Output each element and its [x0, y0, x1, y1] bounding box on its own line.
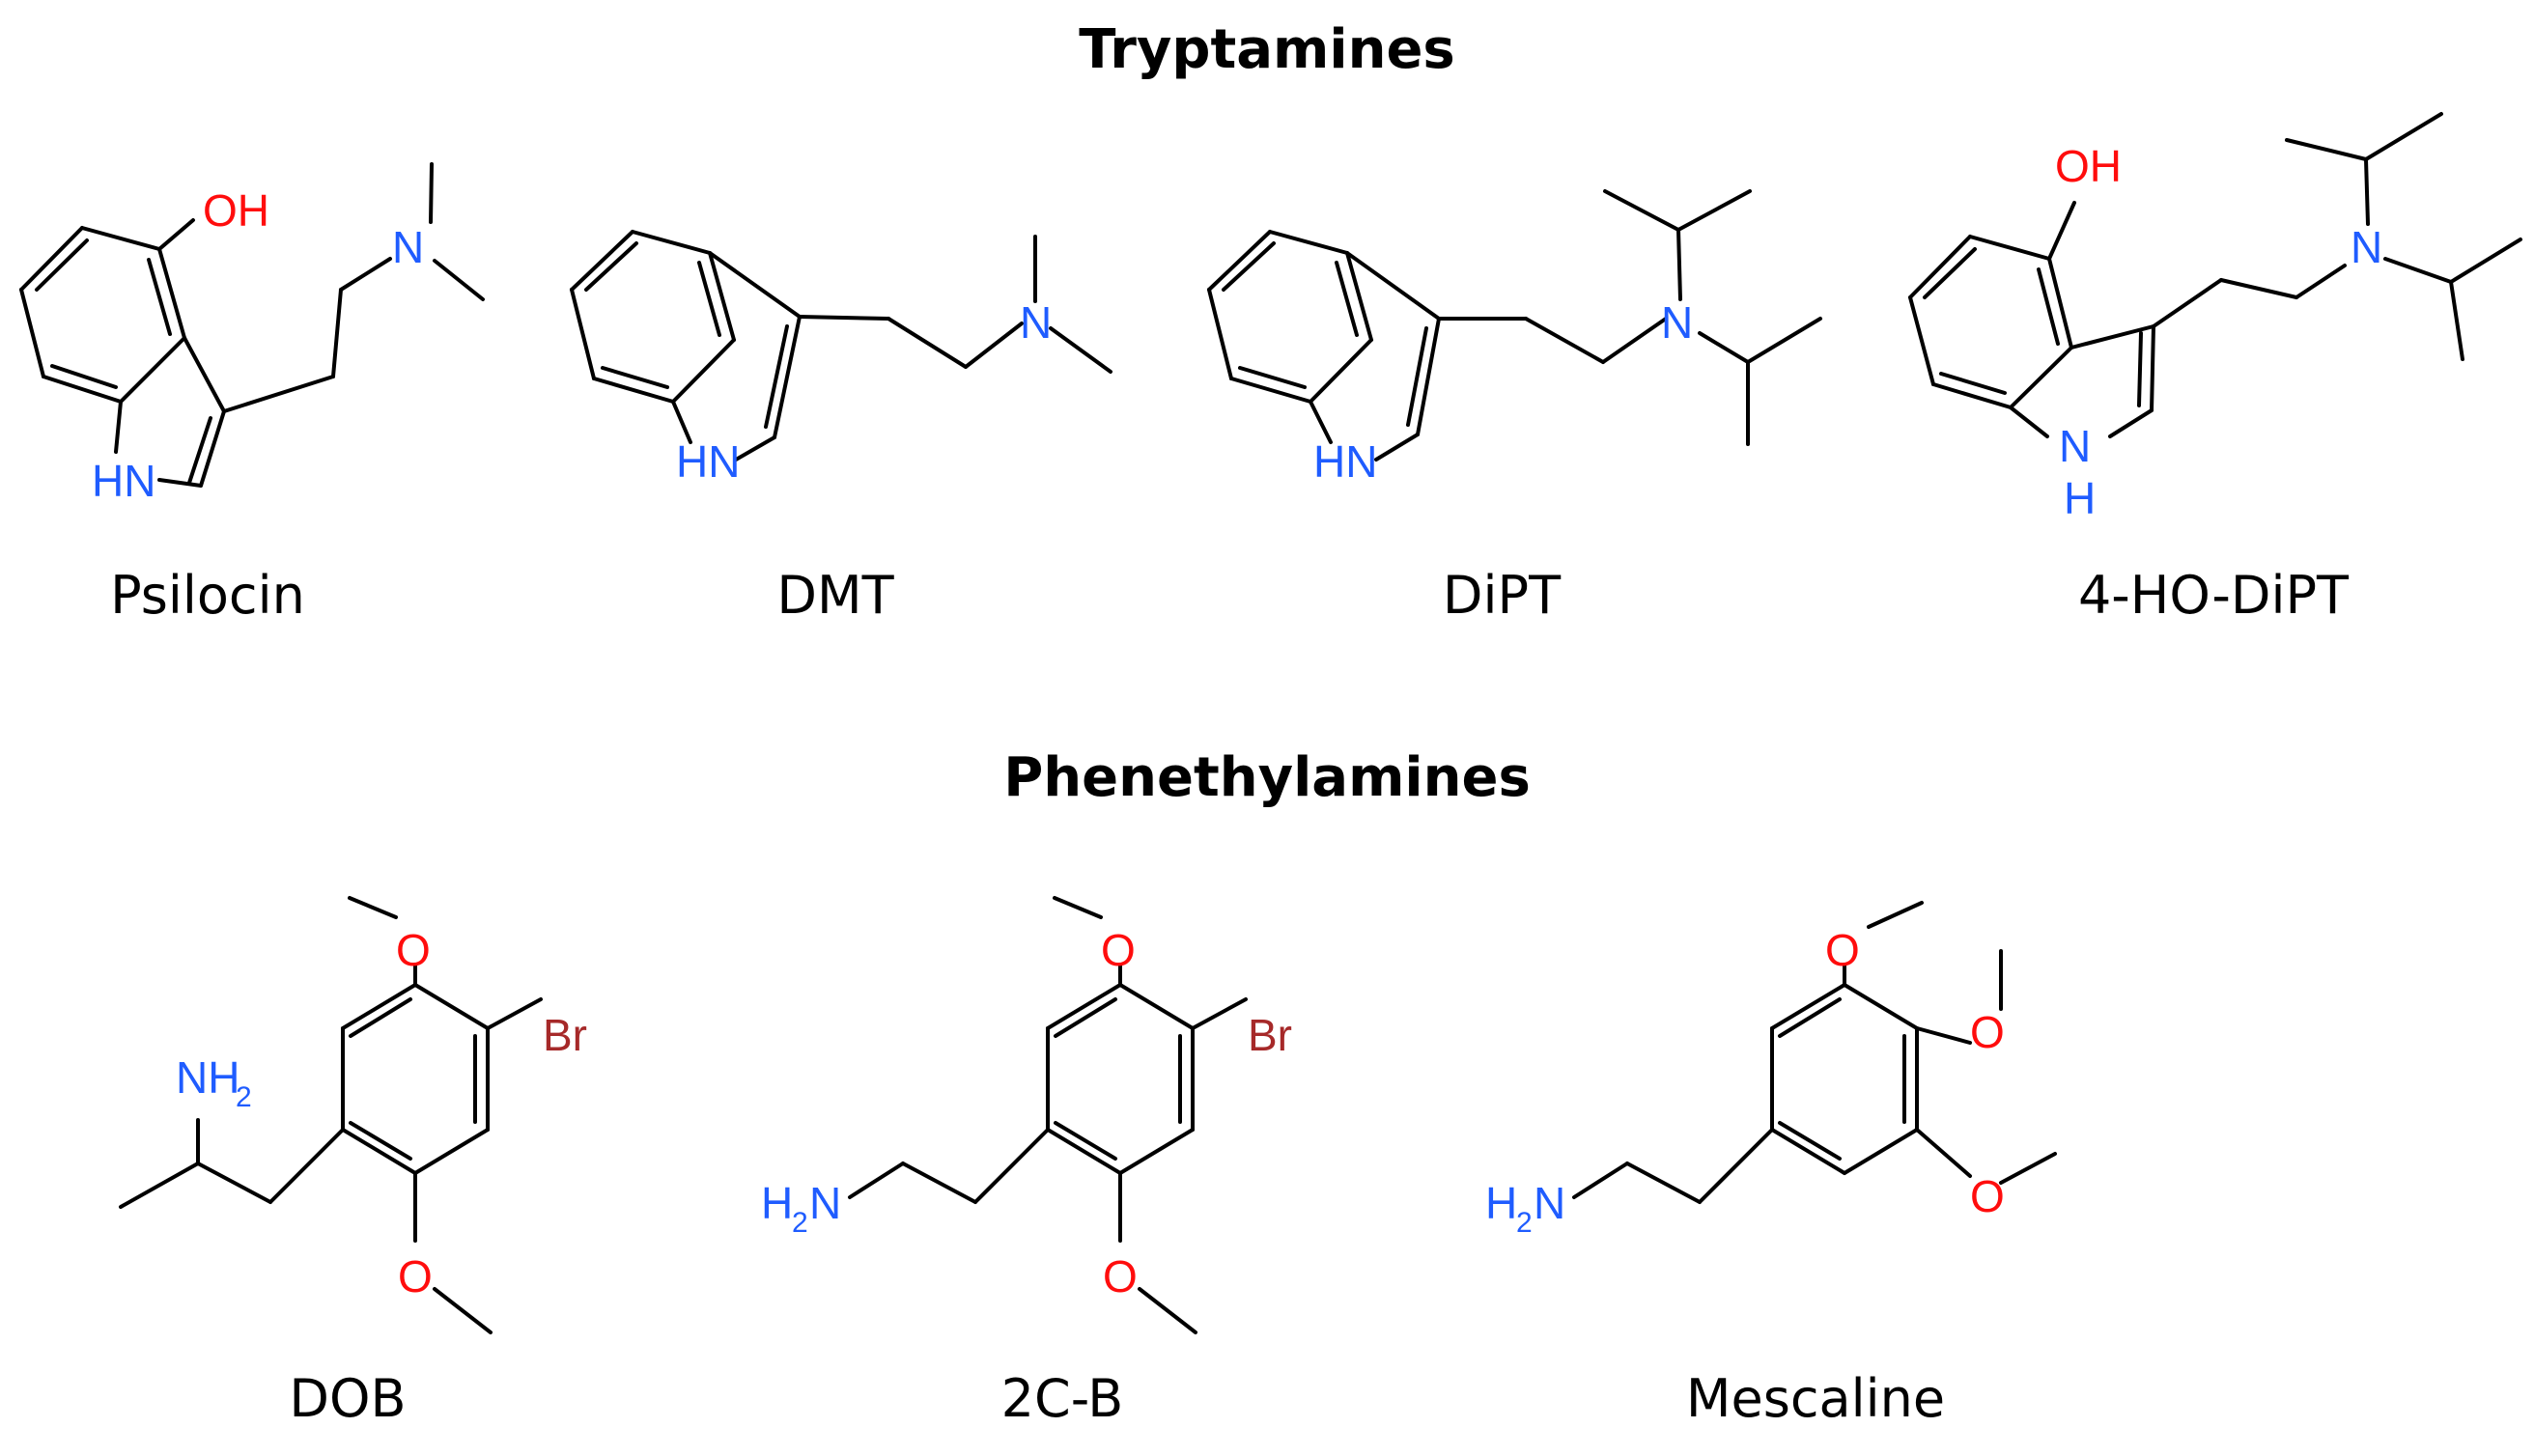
2c-b-amine-h-label: H: [761, 1178, 793, 1228]
2c-b-amine-subscript: 2: [792, 1207, 808, 1239]
tryptamines-heading: Tryptamines: [1079, 18, 1455, 81]
2c-b-methoxy-o-top-label: O: [1101, 925, 1136, 975]
psilocin-amine-n-label: N: [392, 222, 424, 272]
mescaline-methoxy-o-middle-label: O: [1970, 1007, 2005, 1057]
mescaline-caption: Mescaline: [1685, 1368, 1946, 1429]
dob-methoxy-o-bottom-label: O: [398, 1251, 433, 1302]
dmt-amine-n-label: N: [1020, 297, 1052, 348]
dob-methoxy-o-top-label: O: [396, 925, 431, 975]
2c-b-methoxy-o-bottom-label: O: [1103, 1251, 1138, 1302]
4-ho-dipt-oh-label: OH: [2055, 141, 2122, 191]
4-ho-dipt-indole-h-label: H: [2064, 473, 2096, 523]
2c-b-caption: 2C-B: [1000, 1368, 1124, 1429]
dipt-amine-n-label: N: [1661, 297, 1693, 348]
dob-structure: O O Br NH 2: [119, 896, 587, 1334]
mescaline-methoxy-o-top-label: O: [1825, 925, 1860, 975]
dob-br-label: Br: [543, 1010, 587, 1060]
psilocin-structure: OH N HN: [19, 162, 485, 506]
mescaline-amine-h-label: H: [1485, 1178, 1517, 1228]
4-ho-dipt-indole-n-label: N: [2059, 421, 2091, 471]
psilocin-oh-label: OH: [203, 185, 269, 236]
psilocin-caption: Psilocin: [110, 565, 305, 626]
2c-b-br-label: Br: [1248, 1010, 1292, 1060]
phenethylamines-heading: Phenethylamines: [1003, 746, 1531, 809]
dob-caption: DOB: [289, 1368, 407, 1429]
dob-nh-label: NH: [176, 1052, 239, 1103]
mescaline-methoxy-o-bottom-label: O: [1970, 1171, 2005, 1221]
dob-nh-subscript: 2: [236, 1081, 252, 1113]
2c-b-structure: O O Br H 2 N: [761, 896, 1292, 1334]
dmt-structure: N HN: [570, 230, 1112, 487]
4-ho-dipt-structure: OH N N H: [1908, 112, 2522, 523]
4-ho-dipt-amine-n-label: N: [2351, 222, 2382, 272]
mescaline-structure: O O O H 2 N: [1485, 901, 2057, 1239]
dipt-indole-hn-label: HN: [1313, 436, 1377, 487]
mescaline-amine-subscript: 2: [1516, 1207, 1533, 1239]
4-ho-dipt-caption: 4-HO-DiPT: [2077, 565, 2350, 626]
dipt-caption: DiPT: [1442, 565, 1562, 626]
dmt-indole-hn-label: HN: [676, 436, 740, 487]
2c-b-amine-n-label: N: [809, 1178, 841, 1228]
dmt-caption: DMT: [776, 565, 894, 626]
dipt-structure: N HN: [1207, 189, 1822, 487]
mescaline-amine-n-label: N: [1534, 1178, 1565, 1228]
psilocin-indole-hn-label: HN: [92, 456, 155, 506]
